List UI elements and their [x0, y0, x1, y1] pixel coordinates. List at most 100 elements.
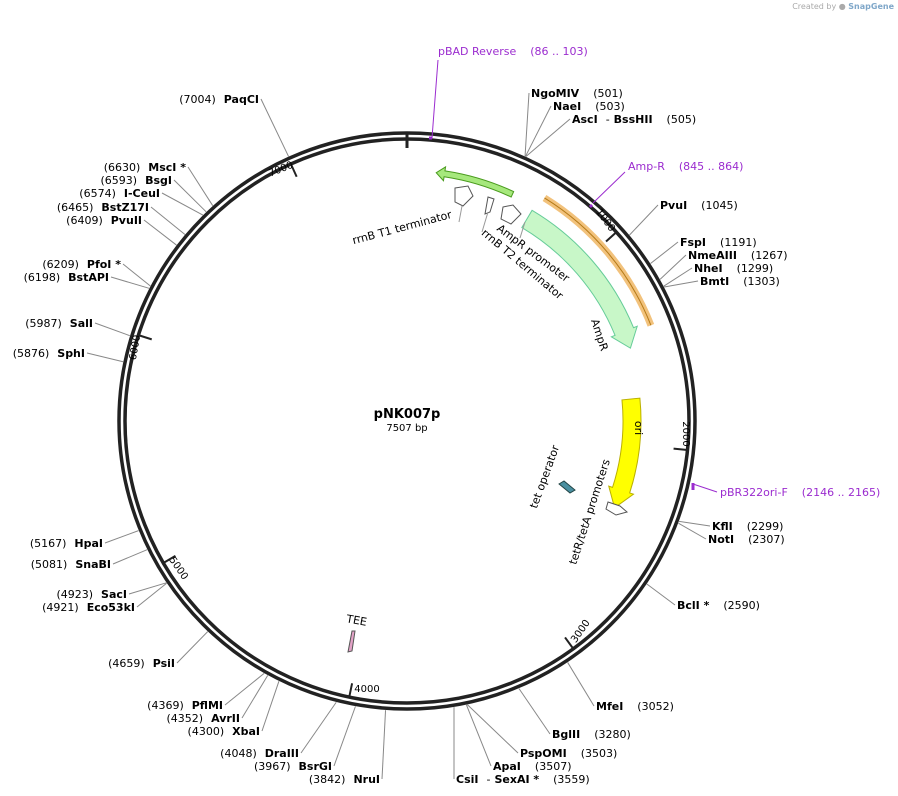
- site-name: SexAI *: [494, 773, 539, 786]
- site-leader-xbai: [261, 681, 280, 732]
- site-separator: -: [606, 113, 610, 126]
- ruler-tick-4000: [348, 683, 354, 698]
- site-position: (4048): [220, 747, 257, 760]
- site-label-bstz17i: (6465)BstZ17I: [57, 201, 149, 214]
- feature-label-tetr-teta-promoters: tetR/tetA promoters: [567, 457, 613, 566]
- site-label-csii: CsiI-SexAI *(3559): [456, 773, 590, 786]
- site-label-bmti: BmtI(1303): [700, 275, 780, 288]
- rrnb-t1-terminator-glyph: [454, 185, 474, 207]
- site-name: XbaI: [232, 725, 260, 738]
- site-name: NruI: [353, 773, 380, 786]
- site-label-hpai: (5167)HpaI: [30, 537, 103, 550]
- site-leader-psii: [176, 631, 209, 664]
- site-label-bsrgi: (3967)BsrGI: [254, 760, 332, 773]
- site-position: (6465): [57, 201, 94, 214]
- site-leader-pspomi: [467, 704, 519, 754]
- feature-ampr-arrow: [521, 209, 639, 349]
- site-position: (7004): [179, 93, 216, 106]
- site-position: (4923): [56, 588, 93, 601]
- site-name: NmeAIII: [688, 249, 737, 262]
- site-name: AscI: [572, 113, 598, 126]
- primer-label-pbr322ori-f: pBR322ori-F(2146 .. 2165): [720, 486, 880, 499]
- site-label-naei: NaeI(503): [553, 100, 625, 113]
- feature-label-tet-operator: tet operator: [527, 443, 562, 510]
- site-position: (2307): [748, 533, 785, 546]
- site-leader-apai: [465, 704, 492, 767]
- site-leader-pvui: [629, 204, 659, 236]
- site-leader-naei: [525, 105, 552, 157]
- site-label-eco53ki: (4921)Eco53kI: [42, 601, 135, 614]
- site-position: (6409): [66, 214, 103, 227]
- site-leader-mfei: [567, 662, 595, 707]
- primer-range: (86 .. 103): [530, 45, 588, 58]
- site-label-apai: ApaI(3507): [493, 760, 571, 773]
- plasmid-name: pNK007p: [374, 407, 441, 422]
- site-position: (2299): [747, 520, 784, 533]
- site-leader-sali: [94, 322, 131, 337]
- site-position: (3503): [581, 747, 618, 760]
- site-leader-paqci: [260, 98, 289, 157]
- site-label-mfei: MfeI(3052): [596, 700, 674, 713]
- feature-label-ampr: AmpR: [588, 317, 611, 353]
- restriction-sites: NgoMIV(501)NaeI(503)AscI-BssHII(505)PvuI…: [13, 87, 788, 786]
- site-name: BsrGI: [299, 760, 332, 773]
- site-name: PsiI: [153, 657, 175, 670]
- site-name: SphI: [57, 347, 85, 360]
- site-position: (4369): [147, 699, 184, 712]
- feature-leader-0: [458, 205, 463, 223]
- feature-leader-1: [481, 211, 489, 233]
- site-position: (3842): [309, 773, 346, 786]
- tet-operator-glyph: [558, 480, 576, 494]
- feature-label-tee: TEE: [344, 612, 368, 629]
- site-label-kfli: KflI(2299): [712, 520, 783, 533]
- credit-brand: SnapGene: [848, 2, 894, 11]
- site-name: BstAPI: [68, 271, 109, 284]
- ampr-promoter-glyph: [500, 204, 522, 225]
- site-name: SalI: [70, 317, 93, 330]
- site-label-bcli-: BclI *(2590): [677, 599, 760, 612]
- site-label-i-ceui: (6574)I-CeuI: [79, 187, 160, 200]
- primer-label-amp-r: Amp-R(845 .. 864): [628, 160, 743, 173]
- site-name: I-CeuI: [124, 187, 160, 200]
- site-name: ApaI: [493, 760, 521, 773]
- site-position: (501): [593, 87, 623, 100]
- site-name: PfoI *: [87, 258, 121, 271]
- site-name: DraIII: [265, 747, 299, 760]
- site-label-paqci: (7004)PaqCI: [179, 93, 259, 106]
- site-leader-avrii: [241, 675, 269, 719]
- site-position: (2590): [723, 599, 760, 612]
- feature-ori-arrow: [608, 397, 642, 509]
- site-label-bstapi: (6198) BstAPI: [24, 271, 109, 284]
- ruler-tick-1000: [605, 231, 618, 243]
- site-name: PvuII: [111, 214, 142, 227]
- feature-rrnb-t1-arrow: [435, 165, 515, 198]
- site-leader-bsrgi: [333, 706, 356, 767]
- site-label-fspi: FspI(1191): [680, 236, 757, 249]
- plasmid-length: 7507 bp: [386, 423, 427, 434]
- ruler-tick-5000: [162, 555, 176, 564]
- site-leader-pflmi: [224, 672, 265, 706]
- site-name: MscI *: [148, 161, 186, 174]
- primer-name: pBAD Reverse: [438, 45, 516, 58]
- site-leader-fspi: [650, 241, 679, 264]
- site-leader-snabi: [112, 549, 148, 565]
- site-label-nmeaiii: NmeAIII(1267): [688, 249, 788, 262]
- site-position: (4300): [188, 725, 225, 738]
- site-position: (4921): [42, 601, 79, 614]
- site-leader-ngomiv: [524, 92, 530, 157]
- site-position: (6198): [24, 271, 61, 284]
- site-name: HpaI: [74, 537, 103, 550]
- site-name: NaeI: [553, 100, 581, 113]
- site-position: (6593): [101, 174, 138, 187]
- site-label-asci: AscI-BssHII(505): [572, 113, 696, 126]
- site-leader-pvuii: [143, 219, 177, 246]
- snapgene-credit: Created by ● SnapGene: [792, 2, 894, 11]
- site-label-pspomi: PspOMI(3503): [520, 747, 617, 760]
- feature-ampr-band-line: [544, 197, 652, 326]
- site-leader-i-ceui: [161, 192, 204, 216]
- site-name: PvuI: [660, 199, 687, 212]
- site-leaders: [86, 92, 711, 780]
- credit-prefix: Created by: [792, 2, 837, 11]
- feature-leader-2: [519, 221, 526, 239]
- site-label-sali: (5987)SalI: [25, 317, 93, 330]
